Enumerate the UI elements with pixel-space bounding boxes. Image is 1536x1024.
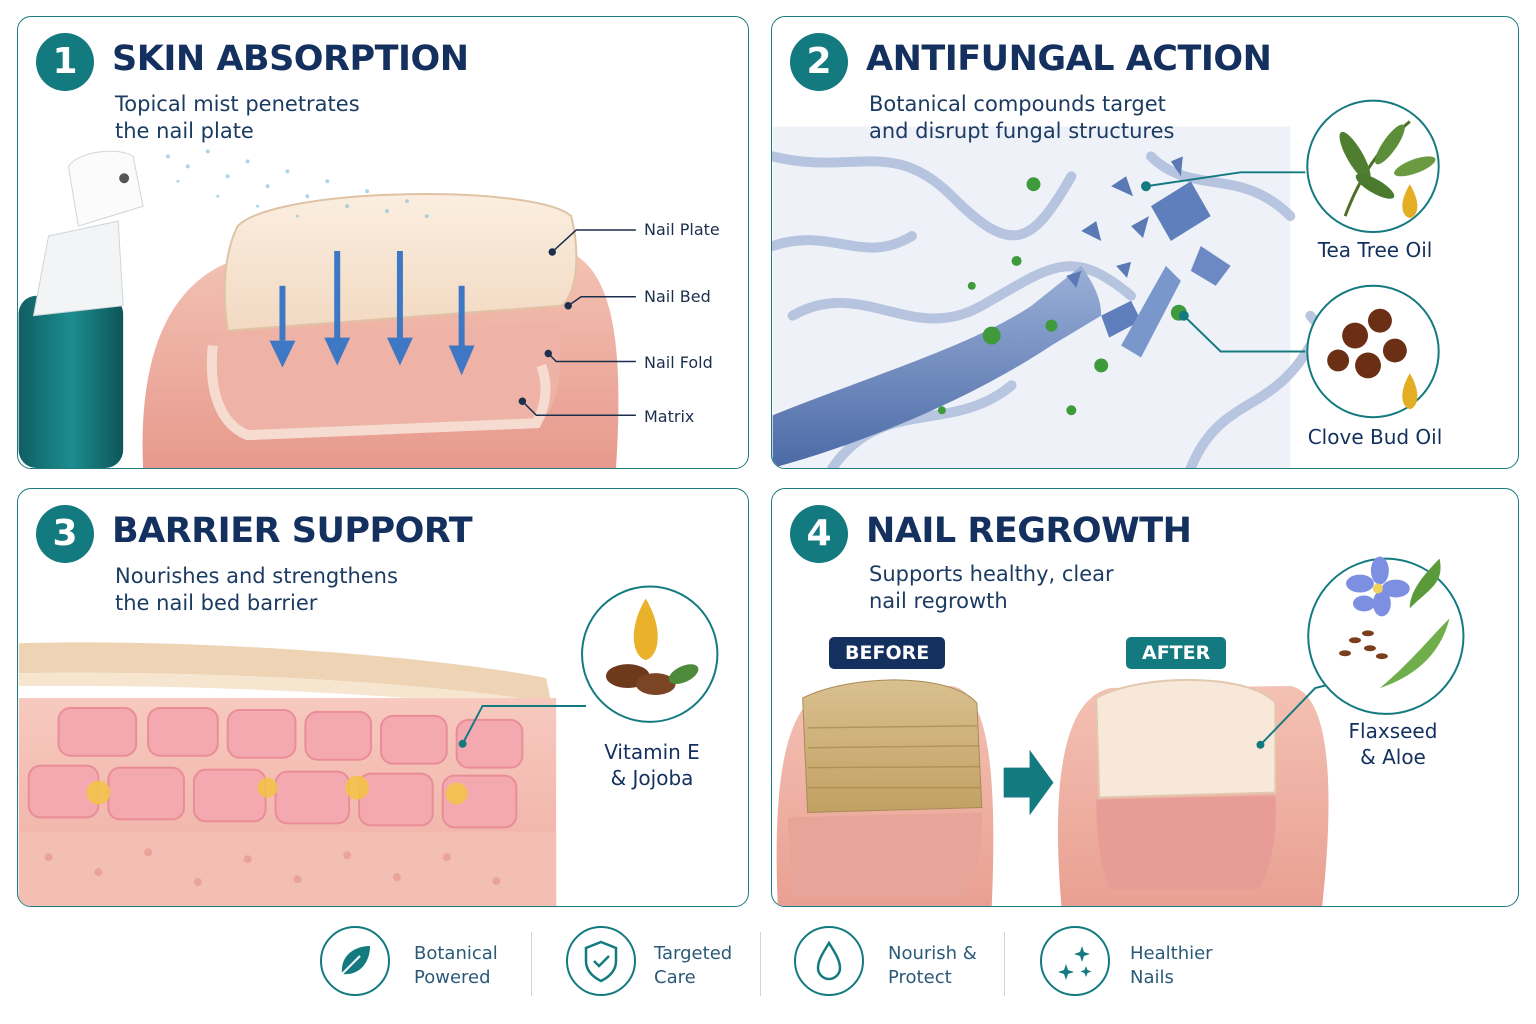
panel-title: NAIL REGROWTH	[866, 511, 1192, 551]
subtitle-line: Botanical compounds target	[869, 92, 1166, 116]
subtitle-line: Nourishes and strengthens	[115, 564, 398, 588]
step-number: 4	[790, 505, 848, 563]
feature-line: Powered	[414, 967, 491, 988]
subtitle-line: and disrupt fungal structures	[869, 119, 1175, 143]
panel-antifungal-action: 2 ANTIFUNGAL ACTION Botanical compounds …	[771, 16, 1519, 469]
nail-cross-section-illustration	[18, 149, 636, 468]
ingredient-flaxseed-aloe: Flaxseed & Aloe	[1328, 718, 1458, 770]
feature-text: Healthier Nails	[1130, 942, 1213, 990]
ingredient-tea-tree-oil: Tea Tree Oil	[1317, 238, 1433, 262]
step-number: 3	[36, 505, 94, 563]
panel-nail-regrowth: 4 NAIL REGROWTH Supports healthy, clear …	[771, 488, 1519, 907]
feature-nourish-protect: Nourish & Protect	[794, 926, 994, 1002]
divider	[760, 932, 761, 996]
before-badge: BEFORE	[829, 637, 946, 669]
ingredient-line: & Jojoba	[610, 766, 694, 790]
feature-line: Nails	[1130, 967, 1174, 988]
subtitle-line: nail regrowth	[869, 589, 1008, 613]
label-nail-fold: Nail Fold	[644, 353, 713, 372]
panel-title: ANTIFUNGAL ACTION	[866, 39, 1272, 79]
panel-skin-absorption: 1 SKIN ABSORPTION Topical mist penetrate…	[17, 16, 749, 469]
panel-subtitle: Nourishes and strengthens the nail bed b…	[115, 563, 475, 617]
feature-line: Healthier	[1130, 943, 1213, 964]
leaf-icon	[320, 926, 390, 996]
skin-barrier-cells-illustration	[18, 585, 719, 906]
ingredient-clove-bud-oil: Clove Bud Oil	[1307, 425, 1443, 449]
subtitle-line: Topical mist penetrates	[115, 92, 360, 116]
divider	[1004, 932, 1005, 996]
feature-line: Botanical	[414, 943, 498, 964]
panel-title: SKIN ABSORPTION	[112, 39, 469, 79]
ingredient-line: Vitamin E	[604, 740, 700, 764]
feature-botanical-powered: Botanical Powered	[320, 926, 520, 1002]
feature-targeted-care: Targeted Care	[566, 926, 766, 1002]
step-number: 1	[36, 33, 94, 91]
feature-text: Nourish & Protect	[888, 942, 977, 990]
before-after-illustration	[776, 556, 1465, 906]
label-nail-plate: Nail Plate	[644, 220, 720, 239]
feature-line: Targeted	[654, 943, 733, 964]
shield-check-icon	[566, 926, 636, 996]
feature-healthier-nails: Healthier Nails	[1040, 926, 1240, 1002]
after-badge: AFTER	[1126, 637, 1227, 669]
divider	[531, 932, 532, 996]
clove-icon	[1327, 308, 1418, 410]
droplet-icon	[794, 926, 864, 996]
sparkle-icon	[1040, 926, 1110, 996]
panel-barrier-support: 3 BARRIER SUPPORT Nourishes and strength…	[17, 488, 749, 907]
label-nail-bed: Nail Bed	[644, 287, 711, 306]
panel-subtitle: Supports healthy, clear nail regrowth	[869, 561, 1229, 615]
ingredient-line: Flaxseed	[1348, 719, 1438, 743]
subtitle-line: Supports healthy, clear	[869, 562, 1114, 586]
subtitle-line: the nail bed barrier	[115, 591, 318, 615]
feature-line: Protect	[888, 967, 952, 988]
feature-text: Botanical Powered	[414, 942, 498, 990]
feature-line: Care	[654, 967, 696, 988]
step-number: 2	[790, 33, 848, 91]
fungal-hyphae-illustration	[772, 99, 1440, 468]
panel-subtitle: Botanical compounds target and disrupt f…	[869, 91, 1269, 145]
tea-tree-leaf-icon	[1339, 120, 1436, 219]
panel-subtitle: Topical mist penetrates the nail plate	[115, 91, 475, 145]
ingredient-vitamin-e-jojoba: Vitamin E & Jojoba	[582, 739, 722, 791]
panel-title: BARRIER SUPPORT	[112, 511, 473, 551]
flaxseed-aloe-icon	[1339, 556, 1450, 689]
subtitle-line: the nail plate	[115, 119, 254, 143]
feature-text: Targeted Care	[654, 942, 732, 990]
feature-line: Nourish &	[888, 943, 977, 964]
vitamin-e-jojoba-icon	[605, 598, 699, 696]
ingredient-line: & Aloe	[1360, 745, 1426, 769]
label-matrix: Matrix	[644, 407, 695, 426]
